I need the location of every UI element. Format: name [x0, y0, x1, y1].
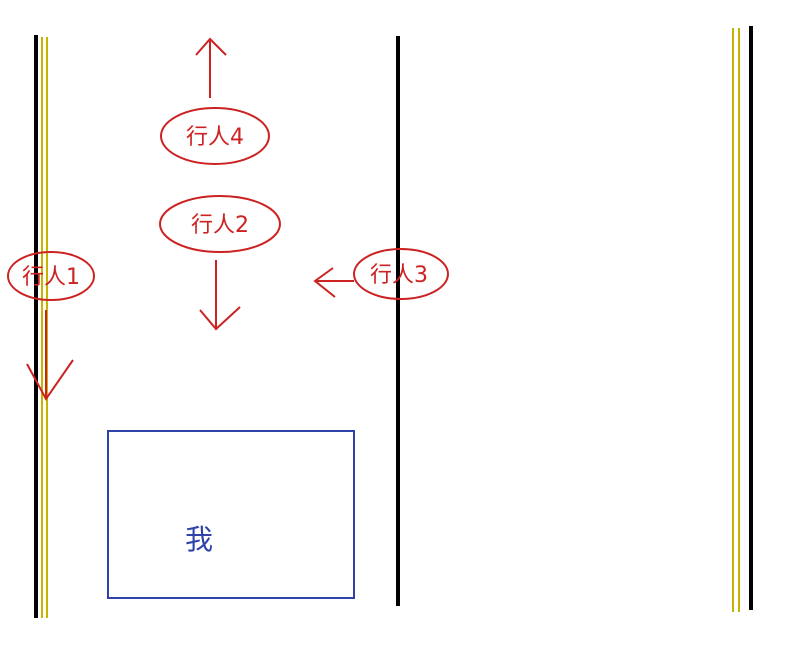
pedestrian-2-label: 行人2 [191, 213, 249, 238]
pedestrian-1-label: 行人1 [22, 265, 80, 290]
pedestrian-2: 行人2 [159, 195, 281, 331]
pedestrian-4-ellipse [160, 107, 270, 165]
pedestrian-3-label: 行人3 [370, 263, 428, 288]
pedestrian-4-label: 行人4 [186, 125, 244, 150]
pedestrian-2-ellipse [159, 195, 281, 253]
pedestrian-4-arrow-head [195, 37, 227, 56]
me-vehicle: 我 [107, 430, 355, 599]
pedestrian-1-ellipse [7, 251, 95, 301]
pedestrian-3-ellipse [353, 248, 449, 300]
pedestrian-3: 行人3 [313, 248, 449, 300]
pedestrian-2-arrow-head [199, 306, 241, 331]
me-vehicle-label: 我 [185, 523, 213, 556]
me-vehicle-box [107, 430, 355, 599]
pedestrian-1-arrow-head [26, 359, 74, 401]
pedestrian-4: 行人4 [160, 37, 270, 165]
pedestrian-3-arrow-head [313, 267, 336, 298]
pedestrian-1: 行人1 [7, 251, 95, 401]
